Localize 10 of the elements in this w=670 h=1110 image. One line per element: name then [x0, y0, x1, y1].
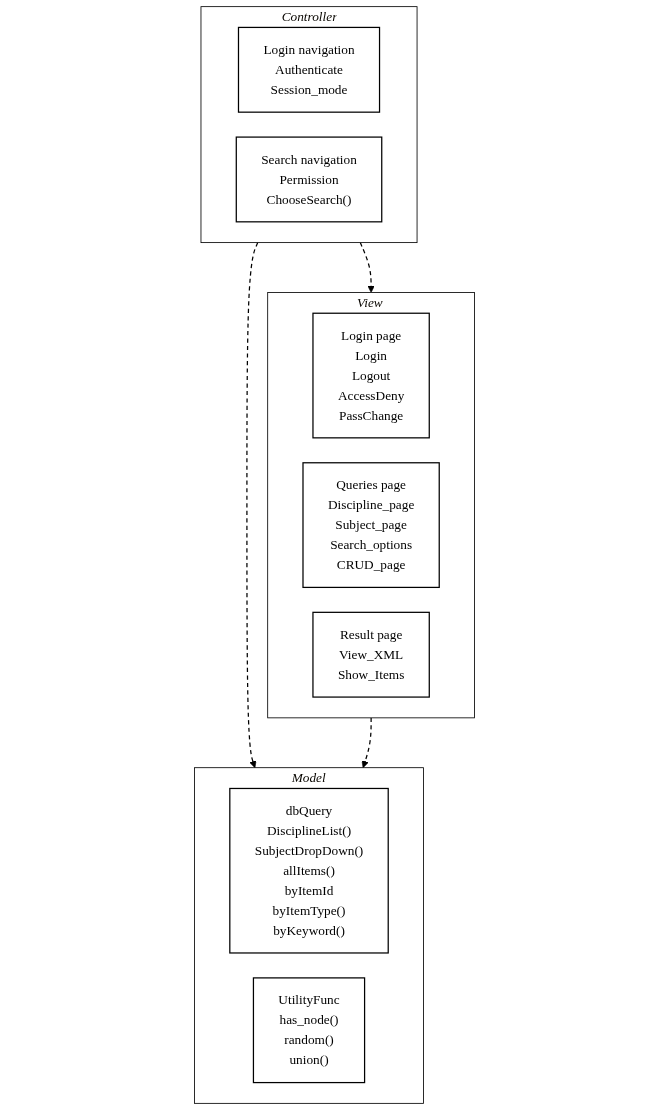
node-box: Login navigation Authenticate Session_mode	[238, 26, 381, 113]
arrow	[362, 717, 373, 769]
node-box: Queries page Discipline_page Subject_page Search_options CRUD_page	[302, 462, 441, 589]
arrow	[246, 241, 259, 769]
node-box: Search navigation Permission ChooseSearch()	[236, 136, 383, 223]
arrow	[360, 241, 376, 293]
node-box: UtilityFunc has_node() random() union()	[253, 977, 366, 1084]
node-box: Login page Login Logout AccessDeny PassChange	[312, 312, 431, 439]
node-box: dbQuery DisciplineList() SubjectDropDown() allItems() byItemId byItemType() byKeyword()	[229, 787, 390, 954]
node-box: Result page View_XML Show_Items	[312, 611, 431, 698]
